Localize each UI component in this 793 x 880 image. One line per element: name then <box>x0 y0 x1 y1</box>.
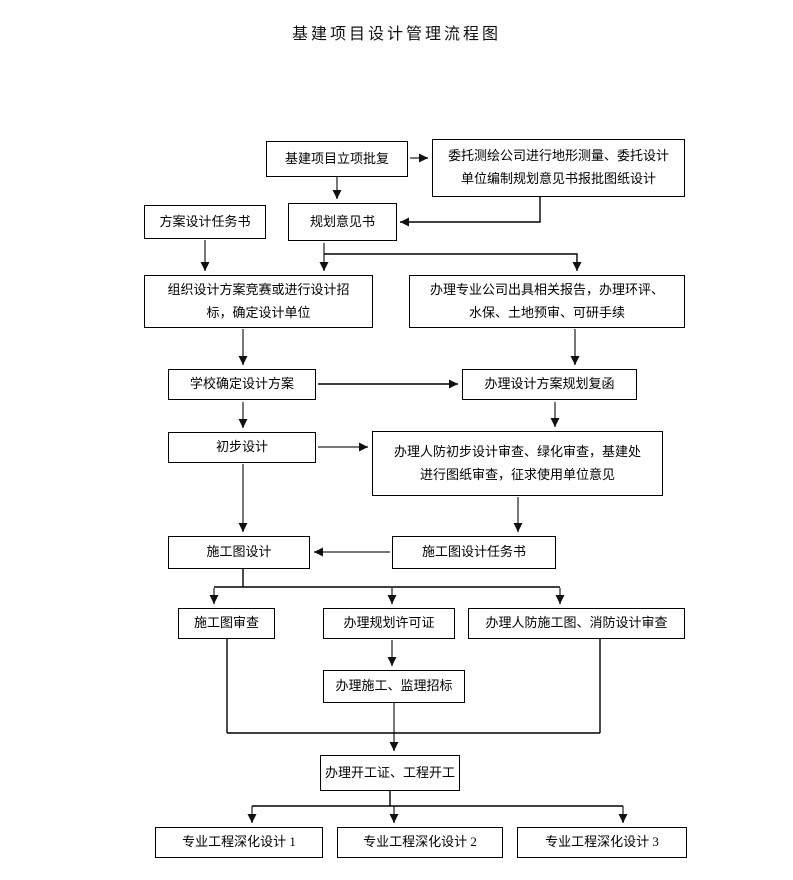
node-start-permit: 办理开工证、工程开工 <box>320 755 460 791</box>
node-survey-commission-label: 委托测绘公司进行地形测量、委托设计 单位编制规划意见书报批图纸设计 <box>447 148 669 186</box>
node-civil-defense-review: 办理人防初步设计审查、绿化审查，基建处 进行图纸审查，征求使用单位意见 <box>372 431 663 496</box>
node-start-permit-label: 办理开工证、工程开工 <box>324 764 455 780</box>
node-school-confirm-label: 学校确定设计方案 <box>189 376 294 392</box>
node-detail-design-3-label: 专业工程深化设计 3 <box>545 834 659 850</box>
node-planning-reply-label: 办理设计方案规划复函 <box>484 376 615 392</box>
node-cd-review-label: 施工图审查 <box>193 615 259 631</box>
node-cd-review: 施工图审查 <box>178 608 275 639</box>
node-detail-design-1: 专业工程深化设计 1 <box>155 827 323 858</box>
node-design-competition-label: 组织设计方案竞赛或进行设计招 标，确定设计单位 <box>167 281 350 320</box>
node-detail-design-1-label: 专业工程深化设计 1 <box>182 834 296 850</box>
node-cd-task-book-label: 施工图设计任务书 <box>421 544 526 560</box>
node-planning-opinion-label: 规划意见书 <box>309 213 375 229</box>
node-detail-design-2-label: 专业工程深化设计 2 <box>363 834 477 850</box>
connector-survey-to-opinion <box>400 197 541 227</box>
node-fire-review-label: 办理人防施工图、消防设计审查 <box>485 615 668 631</box>
node-detail-design-2: 专业工程深化设计 2 <box>337 827 503 858</box>
node-tender-label: 办理施工、监理招标 <box>335 678 453 694</box>
node-preliminary-design: 初步设计 <box>168 432 316 463</box>
node-project-approval: 基建项目立项批复 <box>266 141 408 177</box>
node-detail-design-3: 专业工程深化设计 3 <box>517 827 687 858</box>
node-construction-drawing: 施工图设计 <box>168 536 310 569</box>
node-planning-opinion: 规划意见书 <box>288 203 397 241</box>
node-fire-review: 办理人防施工图、消防设计审查 <box>468 608 685 639</box>
node-preliminary-design-label: 初步设计 <box>215 439 268 455</box>
node-planning-permit-label: 办理规划许可证 <box>343 615 435 631</box>
node-construction-drawing-label: 施工图设计 <box>206 544 272 560</box>
node-special-reports-label: 办理专业公司出具相关报告，办理环评、 水保、土地预审、可研手续 <box>429 281 664 320</box>
node-school-confirm: 学校确定设计方案 <box>168 369 316 400</box>
node-scheme-task-book-label: 方案设计任务书 <box>159 213 251 229</box>
node-planning-permit: 办理规划许可证 <box>323 608 455 639</box>
node-special-reports: 办理专业公司出具相关报告，办理环评、 水保、土地预审、可研手续 <box>409 275 685 328</box>
node-scheme-task-book: 方案设计任务书 <box>144 205 266 239</box>
page-title: 基建项目设计管理流程图 <box>291 26 501 43</box>
node-cd-task-book: 施工图设计任务书 <box>392 536 556 569</box>
node-civil-defense-review-label: 办理人防初步设计审查、绿化审查，基建处 进行图纸审查，征求使用单位意见 <box>393 443 641 482</box>
node-project-approval-label: 基建项目立项批复 <box>284 150 389 166</box>
node-survey-commission: 委托测绘公司进行地形测量、委托设计 单位编制规划意见书报批图纸设计 <box>432 139 685 197</box>
node-planning-reply: 办理设计方案规划复函 <box>462 369 637 400</box>
node-design-competition: 组织设计方案竞赛或进行设计招 标，确定设计单位 <box>144 275 373 328</box>
connector-opinion-branch-to-reports <box>324 253 582 271</box>
node-tender: 办理施工、监理招标 <box>323 670 465 703</box>
